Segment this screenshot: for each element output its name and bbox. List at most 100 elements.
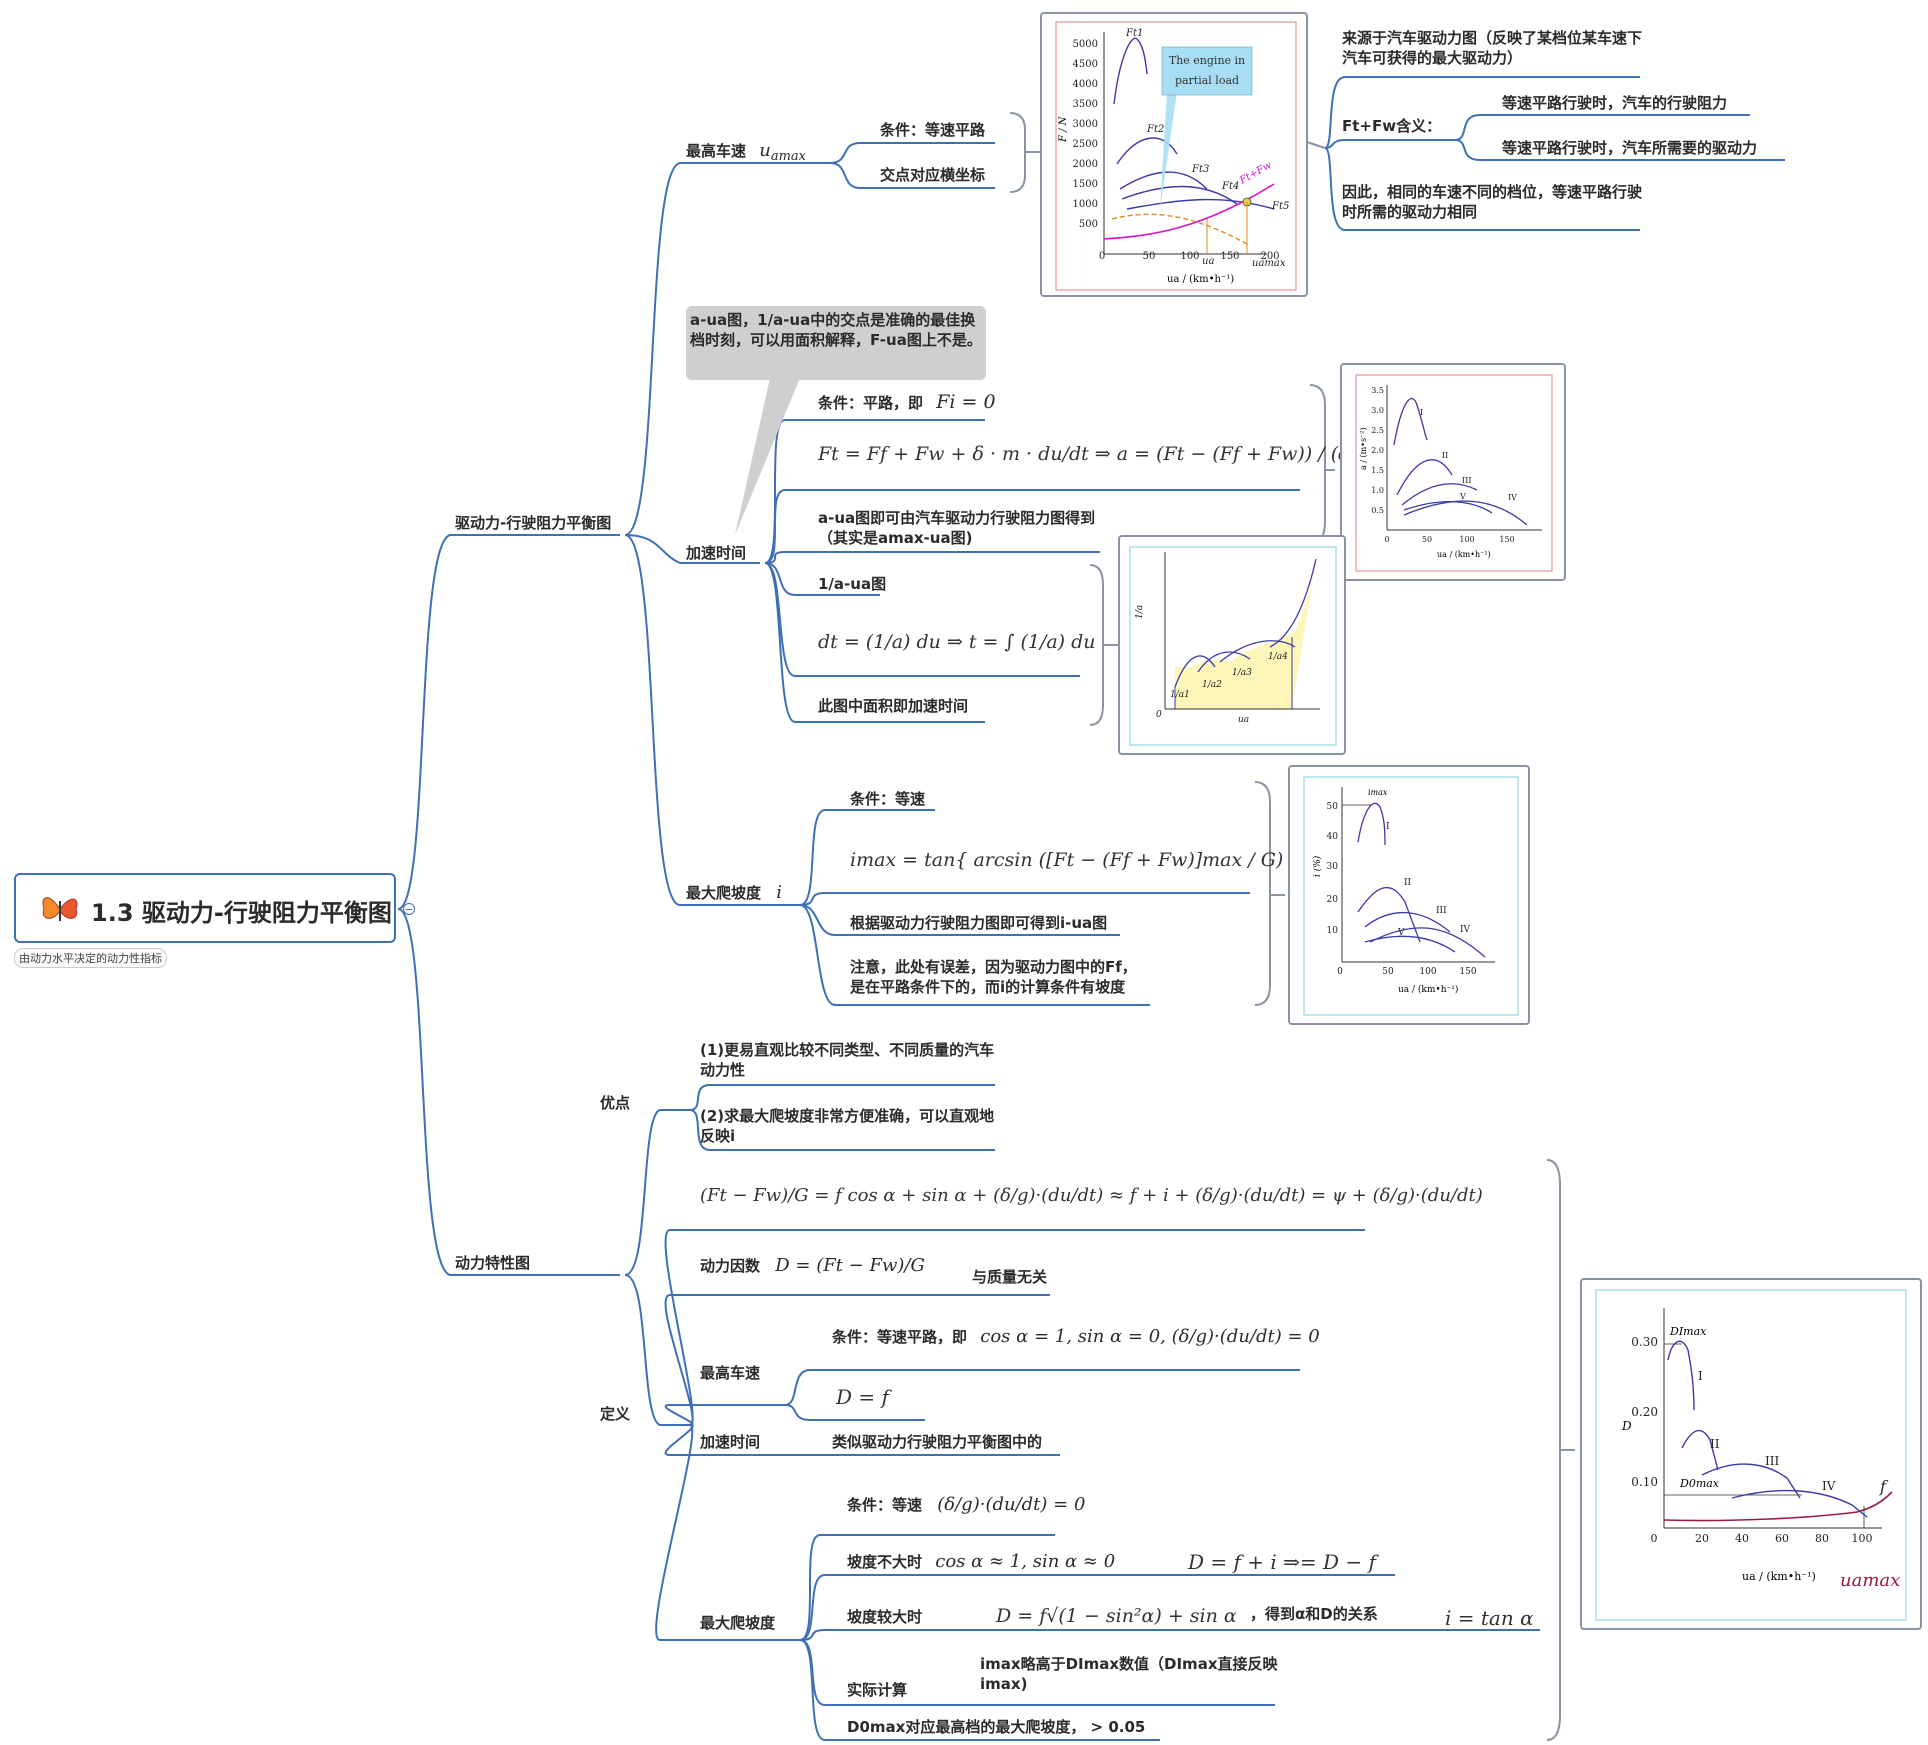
dyn-max-speed-topic[interactable]: 最高车速 bbox=[700, 1364, 761, 1382]
grade-condition[interactable]: 条件：等速 bbox=[850, 790, 926, 808]
accel-ytick: 3.5 bbox=[1371, 386, 1384, 395]
advantage-2[interactable]: (2)求最大爬坡度非常方便准确，可以直观地反映i bbox=[700, 1107, 995, 1145]
force-ytick: 1500 bbox=[1073, 179, 1098, 190]
shift-point-callout[interactable]: a-ua图，1/a-ua中的交点是准确的最佳换档时刻，可以用面积解释，F-ua图… bbox=[686, 306, 986, 380]
grade-gear-label: II bbox=[1404, 878, 1412, 888]
accel-dt-equation: dt = (1/a) du ⇒ t = ∫ (1/a) du bbox=[818, 631, 1096, 653]
accel-xtick: 0 bbox=[1384, 535, 1389, 544]
accel-gear-label: II bbox=[1442, 451, 1448, 460]
accel-gear-label: V bbox=[1459, 492, 1466, 501]
grade-xtick: 150 bbox=[1459, 967, 1476, 977]
force-xtick: 50 bbox=[1143, 251, 1156, 262]
accel-ytick: 1.5 bbox=[1371, 466, 1384, 475]
dyn-grade-topic[interactable]: 最大爬坡度 bbox=[700, 1614, 776, 1632]
dyn-max-speed-condition[interactable]: 条件：等速平路，即 cos α = 1, sin α = 0, (δ/g)·(d… bbox=[832, 1326, 1320, 1347]
force-xtick: 200 bbox=[1260, 251, 1279, 262]
advantage-1[interactable]: (1)更易直观比较不同类型、不同质量的汽车动力性 bbox=[700, 1041, 995, 1079]
ft-fw-source[interactable]: 来源于汽车驱动力图（反映了某档位某车速下汽车可获得的最大驱动力） bbox=[1342, 29, 1643, 67]
dyn-grade-large-math: D = f√(1 − sin²α) + sin α bbox=[996, 1605, 1237, 1627]
dyn-accel-text[interactable]: 类似驱动力行驶阻力平衡图中的 bbox=[832, 1433, 1043, 1451]
definition-equation: (Ft − Fw)/G = f cos α + sin α + (δ/g)·(d… bbox=[700, 1185, 1483, 1206]
grade-derive[interactable]: 根据驱动力行驶阻力图即可得到i-ua图 bbox=[850, 914, 1108, 932]
dyn-grade-large[interactable]: 坡度较大时 bbox=[847, 1608, 923, 1626]
inv-xlabel: ua bbox=[1238, 715, 1249, 725]
grade-equation: imax = tan{ arcsin ([Ft − (Ff + Fw)]max … bbox=[850, 849, 1302, 871]
dyn-xtick: 100 bbox=[1852, 1532, 1873, 1545]
force-ytick: 3500 bbox=[1073, 99, 1098, 110]
force-ytick: 2500 bbox=[1073, 139, 1098, 150]
accel-inverse-chart[interactable]: 1/a-ua图 bbox=[818, 575, 887, 593]
inv-area-label: 1/a4 bbox=[1268, 652, 1288, 662]
dyn-grade-small[interactable]: 坡度不大时 cos α ≈ 1, sin α ≈ 0 bbox=[847, 1551, 1116, 1572]
grade-xtick: 0 bbox=[1337, 967, 1343, 977]
dyn-ytick: 0.20 bbox=[1631, 1405, 1658, 1419]
accel-ytick: 2.5 bbox=[1371, 426, 1384, 435]
max-speed-crosspoint[interactable]: 交点对应横坐标 bbox=[880, 166, 986, 184]
dyn-grade-actual-text[interactable]: imax略高于DImax数值（DImax直接反映imax) bbox=[980, 1655, 1278, 1693]
accel-aua-chart[interactable]: a-ua图即可由汽车驱动力行驶阻力图得到（其实是amax-ua图) bbox=[818, 509, 1096, 547]
force-xtick: 0 bbox=[1099, 251, 1105, 262]
root-topic[interactable]: 1.3 驱动力-行驶阻力平衡图 bbox=[14, 873, 396, 943]
dyn-gear-label: II bbox=[1710, 1437, 1720, 1451]
accel-condition[interactable]: 条件：平路，即 Fi = 0 bbox=[818, 391, 996, 413]
dyn-grade-actual[interactable]: 实际计算 bbox=[847, 1681, 908, 1699]
definition-topic[interactable]: 定义 bbox=[600, 1405, 631, 1423]
ft-fw-conclusion[interactable]: 因此，相同的车速不同的档位，等速平路行驶时所需的驱动力相同 bbox=[1342, 183, 1643, 221]
ft-fw-meaning-resistance[interactable]: 等速平路行驶时，汽车的行驶阻力 bbox=[1502, 94, 1728, 112]
accel-time-topic[interactable]: 加速时间 bbox=[686, 544, 747, 562]
dyn-xtick: 20 bbox=[1695, 1532, 1709, 1545]
accel-equation: Ft = Ff + Fw + δ · m · du/dt ⇒ a = (Ft −… bbox=[818, 443, 1394, 465]
ft-fw-meaning[interactable]: Ft+Fw含义： bbox=[1342, 117, 1442, 135]
force-ytick: 2000 bbox=[1073, 159, 1098, 170]
mass-independent[interactable]: 与质量无关 bbox=[972, 1268, 1048, 1286]
accel-gear-label: I bbox=[1420, 408, 1423, 417]
acceleration-figure: 3.5 3.0 2.5 2.0 1.5 1.0 0.5 0 50 100 150… bbox=[1340, 363, 1566, 581]
root-title: 1.3 驱动力-行驶阻力平衡图 bbox=[91, 899, 392, 927]
grade-xtick: 100 bbox=[1419, 967, 1436, 977]
accel-area[interactable]: 此图中面积即加速时间 bbox=[818, 697, 969, 715]
dyn-ytick: 0.10 bbox=[1631, 1475, 1658, 1489]
branch-balance-chart[interactable]: 驱动力-行驶阻力平衡图 bbox=[455, 514, 612, 532]
grade-gear-label: III bbox=[1436, 906, 1447, 916]
inv-ylabel: 1/a bbox=[1135, 605, 1145, 619]
force-ytick: 3000 bbox=[1073, 119, 1098, 130]
force-callout-line: partial load bbox=[1175, 74, 1239, 87]
grade-ytick: 20 bbox=[1327, 895, 1339, 905]
dyn-grade-d0[interactable]: D0max对应最高档的最大爬坡度， > 0.05 bbox=[847, 1718, 1146, 1736]
accel-gear-label: III bbox=[1462, 476, 1471, 485]
grade-xtick: 50 bbox=[1382, 967, 1394, 977]
accel-ytick: 1.0 bbox=[1371, 486, 1384, 495]
dyn-gear-label: IV bbox=[1822, 1479, 1836, 1493]
ft-fw-meaning-drive[interactable]: 等速平路行驶时，汽车所需要的驱动力 bbox=[1502, 139, 1758, 157]
max-grade-topic[interactable]: 最大爬坡度 i bbox=[686, 882, 783, 903]
accel-ylabel: a / (m•s⁻²) bbox=[1359, 427, 1368, 470]
grade-ytick: 10 bbox=[1327, 926, 1339, 936]
dyn-grade-tan: i = tan α bbox=[1445, 1606, 1534, 1630]
advantages-topic[interactable]: 优点 bbox=[600, 1094, 631, 1112]
butterfly-icon bbox=[42, 897, 78, 921]
dyn-grade-large-result[interactable]: ，得到α和D的关系 bbox=[1250, 1605, 1378, 1623]
grade-ylabel: i (%) bbox=[1312, 855, 1323, 877]
inv-area-label: 1/a2 bbox=[1202, 680, 1222, 690]
grade-xlabel: ua / (km•h⁻¹) bbox=[1398, 984, 1458, 995]
force-xtick: 100 bbox=[1180, 251, 1199, 262]
dyn-xtick: 40 bbox=[1735, 1532, 1749, 1545]
force-ylabel: F / N bbox=[1058, 115, 1069, 143]
force-curve-label: Ft2 bbox=[1146, 124, 1164, 135]
grade-note[interactable]: 注意，此处有误差，因为驱动力图中的Ff，是在平路条件下的，而i的计算条件有坡度 bbox=[850, 958, 1137, 996]
dyn-grade-small-result: D = f + i ⇒= D − f bbox=[1188, 1550, 1376, 1574]
max-speed-topic[interactable]: 最高车速 uamax bbox=[686, 140, 807, 165]
force-balance-figure: 5000 4500 4000 3500 3000 2500 2000 1500 … bbox=[1040, 12, 1308, 297]
dynamic-factor[interactable]: 动力因数 D = (Ft − Fw)/G bbox=[700, 1255, 925, 1276]
inv-origin: 0 bbox=[1156, 710, 1162, 720]
branch-dynamic-chart[interactable]: 动力特性图 bbox=[455, 1254, 531, 1272]
dyn-accel-topic[interactable]: 加速时间 bbox=[700, 1433, 761, 1451]
dyn-grade-condition[interactable]: 条件：等速 (δ/g)·(du/dt) = 0 bbox=[847, 1494, 1086, 1515]
dyn-gear-label: III bbox=[1765, 1454, 1779, 1468]
inverse-accel-figure: 1/a ua 0 1/a1 1/a2 1/a3 1/a4 bbox=[1118, 535, 1346, 755]
force-ytick: 4000 bbox=[1073, 79, 1098, 90]
dynamic-characteristic-figure: 0.30 0.20 0.10 0 20 40 60 80 100 D ua / … bbox=[1580, 1278, 1922, 1630]
root-note: 由动力水平决定的动力性指标 bbox=[14, 948, 167, 968]
collapse-toggle[interactable] bbox=[403, 903, 415, 915]
max-speed-condition[interactable]: 条件：等速平路 bbox=[880, 121, 986, 139]
